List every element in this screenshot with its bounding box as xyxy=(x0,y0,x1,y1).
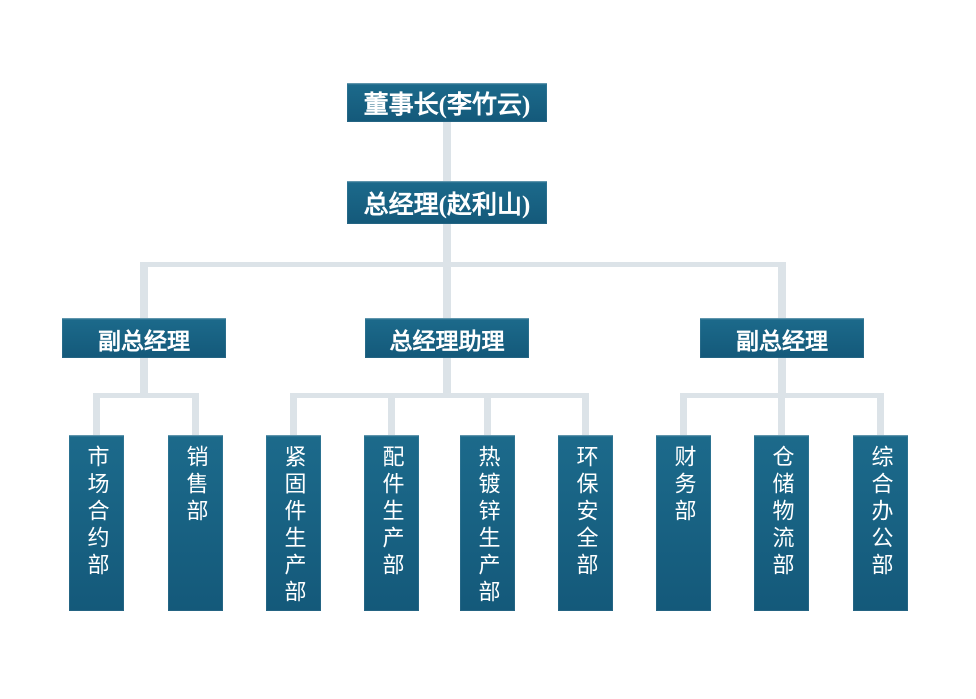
connector-drop-fastener xyxy=(290,393,297,435)
org-node-chairman: 董事长(李竹云) xyxy=(347,83,547,122)
org-node-deputy-gm-left: 副总经理 xyxy=(62,318,226,358)
org-node-galvanizing-production-dept: 热镀锌生产部 xyxy=(460,435,515,611)
connector-chairman-to-gm xyxy=(443,121,451,182)
org-node-sales-dept-label: 销售部 xyxy=(183,445,209,526)
connector-drop-sales xyxy=(192,393,199,435)
org-node-warehouse-logistics-dept-label: 仓储物流部 xyxy=(769,445,795,580)
org-node-fastener-production-dept-label: 紧固件生产部 xyxy=(281,445,307,607)
org-node-fastener-production-dept: 紧固件生产部 xyxy=(266,435,321,611)
org-node-general-office-dept-label: 综合办公部 xyxy=(868,445,894,580)
connector-drop-vp-right xyxy=(778,262,786,318)
org-node-deputy-gm-right-label: 副总经理 xyxy=(736,328,828,354)
org-node-chairman-label: 董事长(李竹云) xyxy=(363,92,531,119)
connector-gm-to-rail xyxy=(443,224,451,318)
org-node-general-office-dept: 综合办公部 xyxy=(853,435,908,611)
org-node-finance-dept: 财务部 xyxy=(656,435,711,611)
connector-stem-vp-left xyxy=(140,358,148,398)
connector-drop-vp-left xyxy=(140,262,148,318)
connector-stem-assistant xyxy=(443,358,451,398)
org-node-deputy-gm-right: 副总经理 xyxy=(700,318,864,358)
org-node-general-manager: 总经理(赵利山) xyxy=(347,181,547,224)
org-node-parts-production-dept-label: 配件生产部 xyxy=(379,445,405,580)
connector-drop-market-contract xyxy=(93,393,100,435)
connector-drop-parts xyxy=(388,393,395,435)
connector-drop-finance xyxy=(680,393,687,435)
org-node-env-safety-dept-label: 环保安全部 xyxy=(573,445,599,580)
org-node-env-safety-dept: 环保安全部 xyxy=(558,435,613,611)
org-node-finance-dept-label: 财务部 xyxy=(671,445,697,526)
connector-drop-warehouse-logistics xyxy=(778,393,785,435)
connector-drop-env-safety xyxy=(582,393,589,435)
connector-stem-vp-right xyxy=(778,358,786,398)
connector-rail-group-left xyxy=(93,393,199,398)
connector-rail-group-middle xyxy=(290,393,589,398)
org-node-warehouse-logistics-dept: 仓储物流部 xyxy=(754,435,809,611)
org-node-gm-assistant: 总经理助理 xyxy=(365,318,529,358)
org-node-gm-assistant-label: 总经理助理 xyxy=(389,328,505,354)
org-node-market-contract-dept: 市场合约部 xyxy=(69,435,124,611)
connector-drop-general-office xyxy=(877,393,884,435)
org-node-deputy-gm-left-label: 副总经理 xyxy=(98,328,190,354)
org-node-sales-dept: 销售部 xyxy=(168,435,223,611)
connector-rail-level2 xyxy=(140,262,786,267)
org-node-galvanizing-production-dept-label: 热镀锌生产部 xyxy=(475,445,501,607)
org-node-parts-production-dept: 配件生产部 xyxy=(364,435,419,611)
org-node-general-manager-label: 总经理(赵利山) xyxy=(363,192,531,219)
connector-drop-galvanizing xyxy=(484,393,491,435)
org-node-market-contract-dept-label: 市场合约部 xyxy=(84,445,110,580)
